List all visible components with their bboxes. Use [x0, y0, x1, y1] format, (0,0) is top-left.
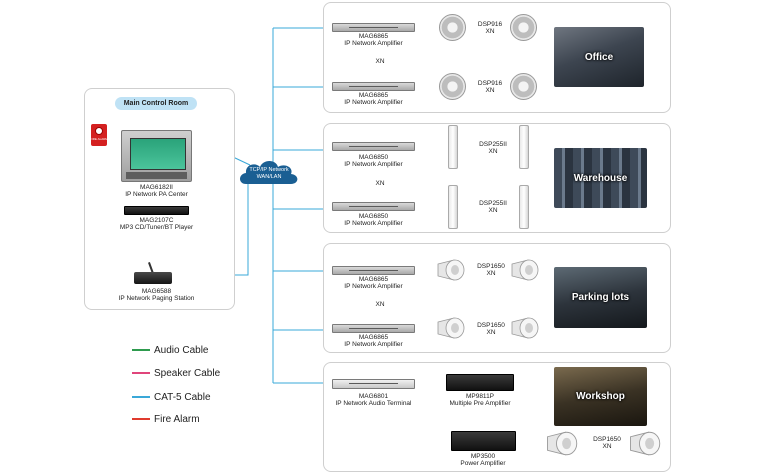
office-spk2-qty: XN: [485, 87, 495, 94]
network-label-line2: WAN/LAN: [256, 174, 282, 180]
parking-spk1-qty: XN: [486, 270, 496, 277]
paging-station-device: [132, 262, 174, 284]
workshop-photo-label: Workshop: [576, 391, 625, 402]
office-amp1-desc: IP Network Amplifier: [344, 40, 403, 47]
workshop-power-amplifier: [451, 431, 516, 451]
parking-amplifier-2: [332, 324, 415, 333]
parking-amp2-desc: IP Network Amplifier: [344, 341, 403, 348]
pa-center-model: MAG6182II: [140, 184, 173, 191]
parking-photo: Parking lots: [554, 267, 647, 328]
warehouse-amp2-desc: IP Network Amplifier: [344, 220, 403, 227]
fire-alarm-device: FIRE ALARM: [90, 124, 108, 146]
warehouse-spk2-model: DSP255II: [479, 200, 507, 207]
office-ceiling-speaker-2a: [439, 73, 466, 100]
fire-alarm-text: FIRE ALARM: [90, 137, 108, 141]
office-ceiling-speaker-1a: [439, 14, 466, 41]
legend-label-cat5: CAT-5 Cable: [154, 391, 211, 403]
workshop-spk-model: DSP1650: [593, 436, 621, 443]
pa-center-desc: IP Network PA Center: [125, 191, 188, 198]
warehouse-spk1-model: DSP255II: [479, 141, 507, 148]
warehouse-amp2-model: MAG6850: [358, 213, 389, 220]
workshop-power-model: MP3500: [470, 453, 496, 460]
office-ceiling-speaker-1b: [510, 14, 537, 41]
office-photo: Office: [554, 27, 644, 87]
legend-item-cat5: CAT-5 Cable: [132, 390, 211, 404]
office-photo-label: Office: [584, 51, 614, 63]
warehouse-photo-label: Warehouse: [573, 172, 628, 184]
network-label-line1: TCP/IP Network: [249, 167, 289, 173]
parking-between-qty: XN: [375, 301, 385, 308]
workshop-horn-speaker-a: [547, 431, 578, 456]
warehouse-column-speaker-1b: [519, 125, 529, 169]
cd-player-device: [124, 206, 189, 215]
office-amplifier-2: [332, 82, 415, 91]
legend-label-speaker: Speaker Cable: [154, 367, 221, 379]
warehouse-column-speaker-2a: [448, 185, 458, 229]
parking-horn-speaker-1a: [437, 259, 465, 281]
office-between-qty: XN: [375, 58, 385, 65]
workshop-pre-amplifier: [446, 374, 514, 391]
office-amp2-model: MAG6865: [358, 92, 389, 99]
office-amp2-desc: IP Network Amplifier: [344, 99, 403, 106]
legend-swatch-cat5: [132, 396, 150, 398]
office-spk1-qty: XN: [485, 28, 495, 35]
parking-horn-speaker-2a: [437, 317, 465, 339]
pa-center-panel: [126, 172, 187, 179]
legend-item-alarm: Fire Alarm: [132, 412, 200, 426]
legend-swatch-speaker: [132, 372, 150, 374]
parking-amp1-model: MAG6865: [358, 276, 389, 283]
workshop-terminal-model: MAG6801: [358, 393, 389, 400]
workshop-horn-speaker-b: [630, 431, 661, 456]
paging-model: MAG6588: [141, 288, 172, 295]
fire-alarm-button: [95, 127, 103, 135]
parking-amplifier-1: [332, 266, 415, 275]
office-amplifier-1: [332, 23, 415, 32]
parking-spk2-model: DSP1650: [477, 322, 505, 329]
parking-horn-speaker-1b: [511, 259, 539, 281]
legend-label-alarm: Fire Alarm: [154, 413, 200, 425]
warehouse-amp1-desc: IP Network Amplifier: [344, 161, 403, 168]
office-amp1-model: MAG6865: [358, 33, 389, 40]
warehouse-amplifier-2: [332, 202, 415, 211]
office-spk2-model: DSP916: [477, 80, 503, 87]
workshop-pre-model: MP9811P: [465, 393, 495, 400]
legend-label-audio: Audio Cable: [154, 344, 209, 356]
workshop-power-desc: Power Amplifier: [460, 460, 506, 467]
warehouse-column-speaker-1a: [448, 125, 458, 169]
parking-amp2-model: MAG6865: [358, 334, 389, 341]
paging-desc: IP Network Paging Station: [118, 295, 195, 302]
parking-spk2-qty: XN: [486, 329, 496, 336]
paging-base: [134, 272, 172, 284]
pa-center-rack: [121, 130, 192, 182]
workshop-spk-qty: XN: [602, 443, 612, 450]
pa-center-screen: [130, 138, 186, 170]
workshop-terminal-desc: IP Network Audio Terminal: [335, 400, 412, 407]
warehouse-spk1-qty: XN: [488, 148, 498, 155]
workshop-pre-desc: Multiple Pre Amplifier: [449, 400, 511, 407]
warehouse-spk2-qty: XN: [488, 207, 498, 214]
office-ceiling-speaker-2b: [510, 73, 537, 100]
warehouse-between-qty: XN: [375, 180, 385, 187]
cat5-cable-pa-to-cloud: [232, 156, 251, 166]
network-cloud-icon: [240, 161, 298, 184]
office-spk1-model: DSP916: [477, 21, 503, 28]
legend-swatch-audio: [132, 349, 150, 351]
parking-spk1-model: DSP1650: [477, 263, 505, 270]
parking-horn-speaker-2b: [511, 317, 539, 339]
warehouse-amp1-model: MAG6850: [358, 154, 389, 161]
cd-player-model: MAG2107C: [139, 217, 174, 224]
legend-item-audio: Audio Cable: [132, 343, 208, 357]
warehouse-photo: Warehouse: [554, 148, 647, 208]
legend-swatch-alarm: [132, 418, 150, 420]
main-control-room-title: Main Control Room: [115, 97, 197, 110]
workshop-photo: Workshop: [554, 367, 647, 426]
warehouse-amplifier-1: [332, 142, 415, 151]
warehouse-column-speaker-2b: [519, 185, 529, 229]
parking-photo-label: Parking lots: [571, 292, 630, 303]
workshop-audio-terminal: [332, 379, 415, 389]
legend-item-speaker: Speaker Cable: [132, 366, 220, 380]
cd-player-desc: MP3 CD/Tuner/BT Player: [119, 224, 194, 231]
parking-amp1-desc: IP Network Amplifier: [344, 283, 403, 290]
